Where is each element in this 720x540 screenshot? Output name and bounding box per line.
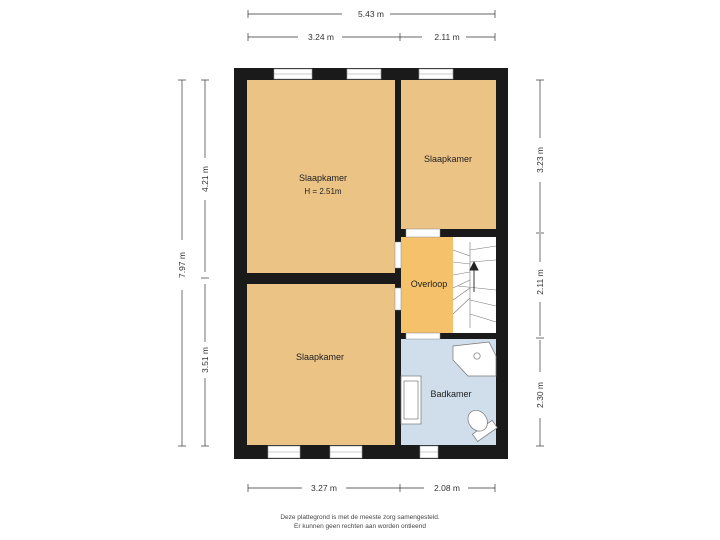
dim-bottom-left: 3.27 m — [311, 483, 337, 493]
door-openings — [394, 228, 441, 340]
dimension-lines — [178, 10, 544, 492]
dim-left-lower: 3.51 m — [200, 347, 210, 373]
label-bathroom: Badkamer — [430, 389, 471, 399]
disclaimer-line-2: Er kunnen geen rechten aan worden ontlee… — [294, 523, 426, 530]
stair-area — [453, 237, 496, 333]
dim-right-upper: 3.23 m — [535, 147, 545, 173]
shower-drain-icon — [473, 352, 481, 360]
toilet-bowl — [467, 409, 488, 432]
label-landing: Overloop — [411, 279, 448, 289]
shower-tray — [452, 341, 497, 377]
room-bedroom-bottom — [247, 284, 395, 445]
room-landing — [401, 237, 453, 333]
dim-bottom-right: 2.08 m — [434, 483, 460, 493]
disclaimer-line-1: Deze plattegrond is met de meeste zorg s… — [280, 514, 440, 521]
room-bedroom-large — [247, 80, 395, 273]
staircase — [452, 242, 497, 328]
sink-unit — [400, 375, 422, 425]
label-bedroom-small: Slaapkamer — [424, 154, 472, 164]
dim-top-left: 3.24 m — [308, 32, 334, 42]
label-bedroom-large-height: H = 2.51m — [304, 187, 341, 196]
bathroom-fixtures — [400, 341, 498, 443]
label-bedroom-bottom: Slaapkamer — [296, 352, 344, 362]
stair-arrow-icon — [469, 260, 479, 292]
dim-left-total: 7.97 m — [177, 252, 187, 278]
label-bedroom-large: Slaapkamer — [299, 173, 347, 183]
room-bedroom-small — [401, 80, 496, 229]
dim-left-upper: 4.21 m — [200, 166, 210, 192]
dim-right-middle: 2.11 m — [535, 269, 545, 294]
dim-top-right: 2.11 m — [434, 32, 459, 42]
dim-right-lower: 2.30 m — [535, 382, 545, 408]
dim-top-total: 5.43 m — [358, 9, 384, 19]
